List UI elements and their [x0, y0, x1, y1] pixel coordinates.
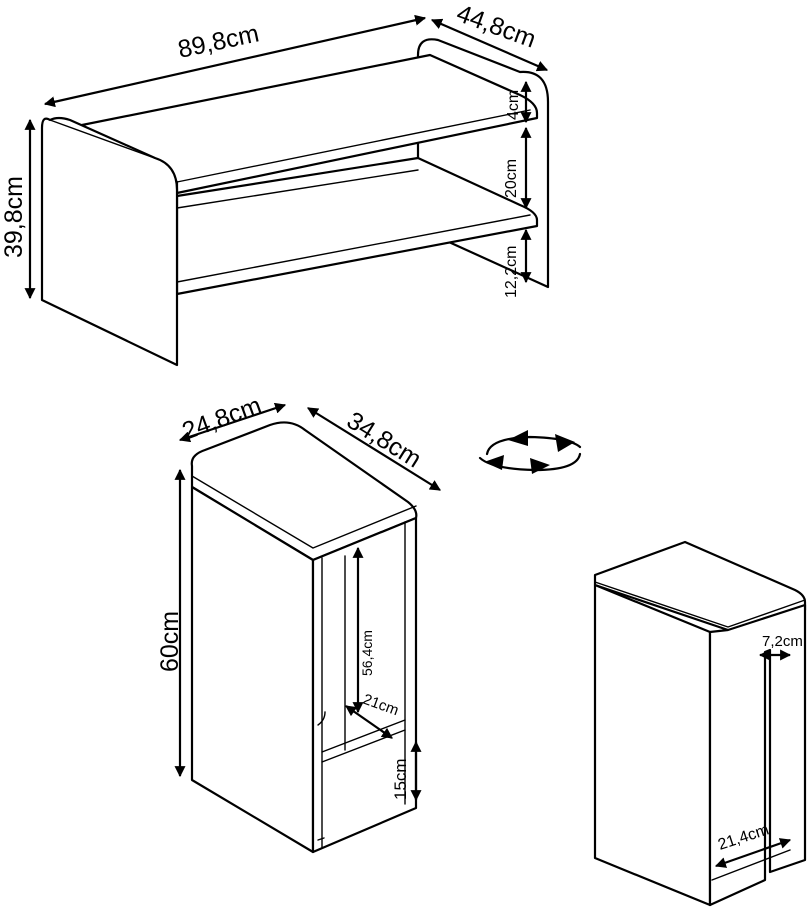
side-gap-label: 7,2cm — [762, 633, 803, 650]
cabinet-top — [190, 421, 418, 562]
bench-height-label: 39,8cm — [0, 176, 28, 258]
cabinet-inner-height-label: 56,4cm — [359, 630, 375, 676]
bench-bottom-gap-label: 12,2cm — [503, 246, 520, 298]
side-inner-width-arrow — [714, 838, 792, 868]
bench-depth-arrow — [430, 18, 549, 72]
rotate-arrows-icon — [478, 430, 582, 474]
cabinet-bottom-height-label: 15cm — [391, 758, 410, 800]
bench-mid-gap-label: 20cm — [503, 159, 520, 198]
cabinet-width-arrow — [178, 402, 287, 443]
cabinet-drawing — [190, 421, 418, 854]
side-cabinet-drawing — [593, 540, 807, 907]
cabinet-shelf-depth-arrow — [345, 705, 393, 739]
side-cabinet-front — [593, 583, 712, 907]
cabinet-right-side — [311, 516, 418, 854]
bench-top-gap-label: 4cm — [505, 90, 522, 120]
bench-middle-shelf — [175, 156, 539, 296]
cabinet-height-label: 60cm — [156, 611, 184, 672]
bench-depth-label: 44,8cm — [453, 0, 540, 54]
side-cabinet-right — [708, 603, 807, 907]
bench-left-panel — [40, 116, 179, 367]
cabinet-depth-arrow — [307, 407, 441, 491]
bench-width-arrow — [43, 14, 427, 108]
